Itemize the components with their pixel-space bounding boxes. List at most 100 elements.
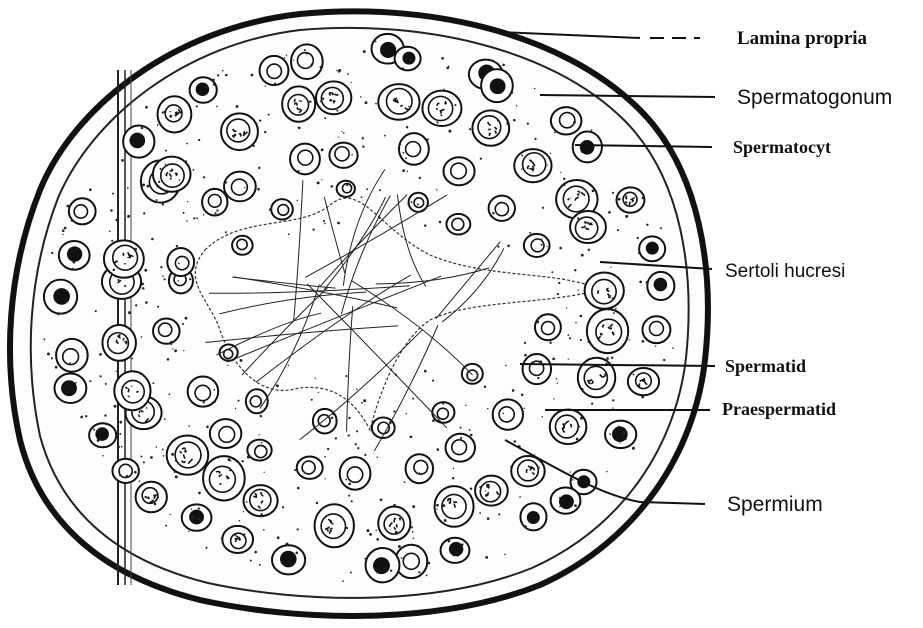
stipple-dot bbox=[298, 127, 301, 130]
germ-cell bbox=[89, 423, 116, 447]
stipple-dot bbox=[341, 131, 342, 132]
stipple-dot bbox=[537, 377, 539, 379]
germ-cell bbox=[271, 199, 293, 219]
stipple-dot bbox=[113, 269, 116, 272]
label-lamina-propria: Lamina propria bbox=[737, 28, 868, 49]
germ-cell bbox=[481, 69, 513, 102]
stipple-dot bbox=[186, 160, 188, 162]
stipple-dot bbox=[116, 371, 117, 372]
stipple-dot bbox=[485, 490, 486, 491]
germ-cell bbox=[523, 354, 552, 384]
stipple-dot bbox=[196, 217, 198, 219]
stipple-dot bbox=[448, 130, 451, 133]
stipple-dot bbox=[567, 334, 569, 336]
stipple-dot bbox=[384, 567, 386, 569]
stipple-dot bbox=[577, 193, 580, 196]
stipple-dot bbox=[345, 375, 347, 377]
stipple-dot bbox=[356, 389, 357, 390]
stipple-dot bbox=[556, 378, 558, 380]
germ-cell bbox=[337, 181, 355, 197]
stipple-dot bbox=[527, 123, 529, 125]
stipple-dot bbox=[255, 123, 257, 125]
stipple-dot bbox=[109, 230, 111, 232]
stipple-dot bbox=[348, 495, 350, 497]
stipple-dot bbox=[443, 89, 445, 91]
germ-cell bbox=[446, 214, 470, 235]
germ-cell bbox=[472, 110, 509, 145]
stipple-dot bbox=[332, 414, 333, 415]
stipple-dot bbox=[357, 447, 359, 449]
stipple-dot bbox=[47, 352, 50, 355]
stipple-dot bbox=[364, 558, 366, 560]
stipple-dot bbox=[576, 438, 579, 441]
stipple-dot bbox=[539, 360, 542, 363]
stipple-dot bbox=[141, 282, 144, 285]
germ-cell bbox=[366, 548, 400, 582]
stipple-dot bbox=[259, 434, 260, 435]
stipple-dot bbox=[134, 471, 137, 474]
stipple-dot bbox=[633, 374, 635, 376]
stipple-dot bbox=[185, 317, 188, 320]
stipple-dot bbox=[410, 436, 413, 439]
germ-cell bbox=[247, 440, 271, 461]
stipple-dot bbox=[507, 244, 510, 247]
stipple-dot bbox=[557, 293, 559, 295]
stipple-dot bbox=[264, 131, 266, 133]
stipple-dot bbox=[453, 468, 454, 469]
germ-cell bbox=[378, 84, 419, 120]
stipple-dot bbox=[529, 232, 531, 234]
stipple-dot bbox=[183, 350, 184, 351]
stipple-dot bbox=[189, 278, 191, 280]
stipple-dot bbox=[406, 126, 408, 128]
stipple-dot bbox=[286, 543, 289, 546]
germ-cell bbox=[167, 248, 194, 276]
stipple-dot bbox=[595, 300, 596, 301]
stipple-dot bbox=[502, 413, 504, 415]
stipple-dot bbox=[361, 196, 363, 198]
stipple-dot bbox=[618, 194, 619, 195]
stipple-dot bbox=[536, 320, 539, 323]
stipple-dot bbox=[128, 311, 131, 314]
stipple-dot bbox=[393, 410, 395, 412]
stipple-dot bbox=[524, 354, 527, 357]
stipple-dot bbox=[259, 564, 261, 566]
stipple-dot bbox=[497, 246, 499, 248]
stipple-dot bbox=[143, 212, 145, 214]
stipple-dot bbox=[330, 185, 333, 188]
germ-cell bbox=[399, 133, 429, 165]
germ-cell bbox=[573, 132, 602, 163]
stipple-dot bbox=[660, 227, 662, 229]
stipple-dot bbox=[282, 98, 284, 100]
stipple-dot bbox=[44, 338, 46, 340]
stipple-dot bbox=[426, 138, 428, 140]
stipple-dot bbox=[193, 169, 195, 171]
stipple-dot bbox=[524, 407, 526, 409]
stipple-dot bbox=[140, 456, 142, 458]
stipple-dot bbox=[568, 358, 569, 359]
stipple-dot bbox=[559, 247, 562, 250]
stipple-dot bbox=[183, 212, 185, 214]
stipple-dot bbox=[154, 503, 157, 506]
stipple-dot bbox=[452, 477, 454, 479]
stipple-dot bbox=[346, 184, 348, 186]
stipple-dot bbox=[580, 339, 582, 341]
germ-cell bbox=[55, 373, 87, 403]
stipple-dot bbox=[480, 158, 482, 160]
stipple-dot bbox=[460, 437, 462, 439]
stipple-dot bbox=[512, 389, 515, 392]
stipple-dot bbox=[160, 266, 162, 268]
germ-cell bbox=[475, 476, 508, 506]
stipple-dot bbox=[243, 511, 244, 512]
stipple-dot bbox=[163, 455, 165, 457]
stipple-dot bbox=[75, 382, 77, 384]
stipple-dot bbox=[188, 425, 190, 427]
stipple-dot bbox=[377, 572, 378, 573]
stipple-dot bbox=[409, 59, 412, 62]
stipple-dot bbox=[145, 106, 148, 109]
germ-cell bbox=[153, 157, 191, 192]
stipple-dot bbox=[404, 481, 406, 483]
stipple-dot bbox=[317, 182, 320, 185]
stipple-dot bbox=[297, 487, 300, 490]
stipple-dot bbox=[419, 482, 420, 483]
stipple-dot bbox=[175, 460, 177, 462]
